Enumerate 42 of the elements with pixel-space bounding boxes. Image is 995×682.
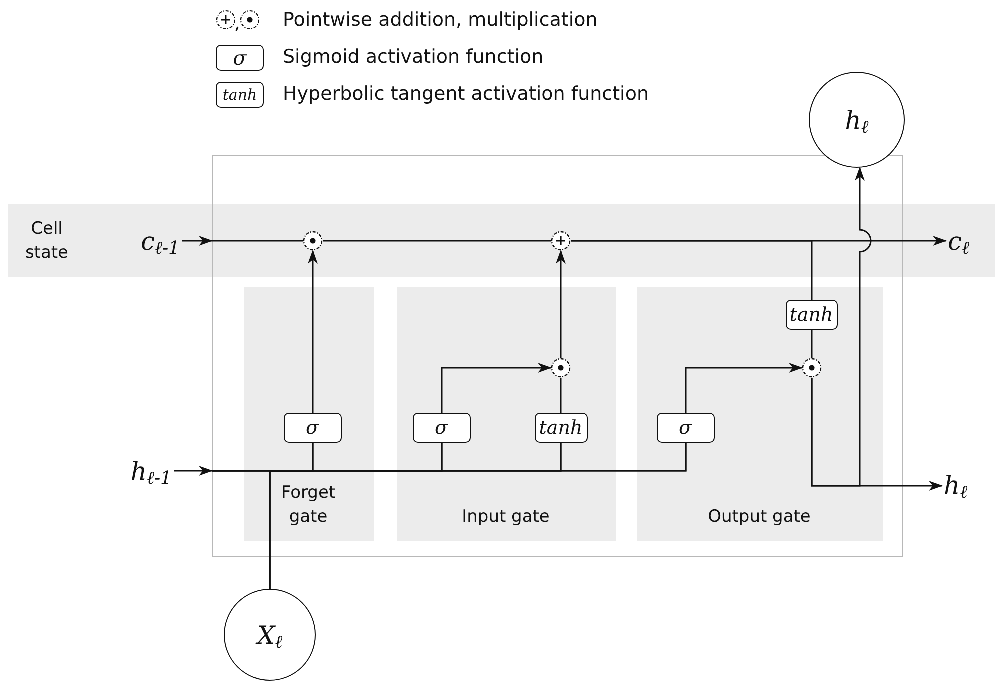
arrow: [811, 167, 872, 487]
variable-label: c$_{ℓ}$: [948, 222, 993, 260]
activation-box: σ: [412, 412, 470, 442]
arrow: [174, 466, 213, 476]
variable-label: h$_{ℓ-1}$: [96, 452, 172, 490]
gate-label: Input gate: [461, 506, 551, 528]
gate-label: Output gate: [707, 506, 812, 528]
gate-label: Forget gate: [280, 482, 337, 528]
activation-box: σ: [284, 412, 342, 442]
legend-sample: tanh: [216, 82, 264, 108]
legend-text: Pointwise addition, multiplication: [283, 9, 598, 31]
band-label: Cell state: [24, 218, 70, 264]
legend-sample: σ: [216, 45, 264, 71]
add-operator: [551, 231, 571, 251]
connector-line: [323, 240, 551, 242]
multiply-operator: [303, 231, 323, 251]
multiply-operator: [802, 358, 822, 378]
activation-box: tanh: [534, 412, 588, 442]
variable-circle: X$_{ℓ}$: [224, 589, 316, 681]
connector-line: [560, 378, 562, 413]
gate-panel: [244, 286, 374, 540]
arrow: [685, 363, 803, 413]
arrow: [308, 250, 318, 413]
connector-line: [811, 330, 813, 358]
legend-text: Sigmoid activation function: [283, 46, 544, 68]
activation-box: tanh: [786, 300, 838, 330]
legend-text: Hyperbolic tangent activation function: [283, 83, 649, 105]
arrow: [441, 363, 552, 413]
gate-panel: [636, 286, 882, 540]
multiply-operator: [550, 358, 570, 378]
variable-label: h$_{ℓ}$: [944, 466, 992, 504]
cell-box: [212, 155, 903, 557]
arrow: [182, 236, 213, 246]
activation-box: σ: [656, 412, 714, 442]
variable-label: c$_{ℓ-1}$: [108, 222, 180, 260]
connector-line: [571, 240, 813, 300]
cell-state-band: [8, 204, 995, 277]
connector-line: [212, 240, 303, 242]
connector-line: [269, 443, 687, 589]
arrow: [556, 250, 566, 358]
gate-panel: [396, 286, 616, 540]
variable-circle: h$_{ℓ}$: [809, 72, 905, 168]
